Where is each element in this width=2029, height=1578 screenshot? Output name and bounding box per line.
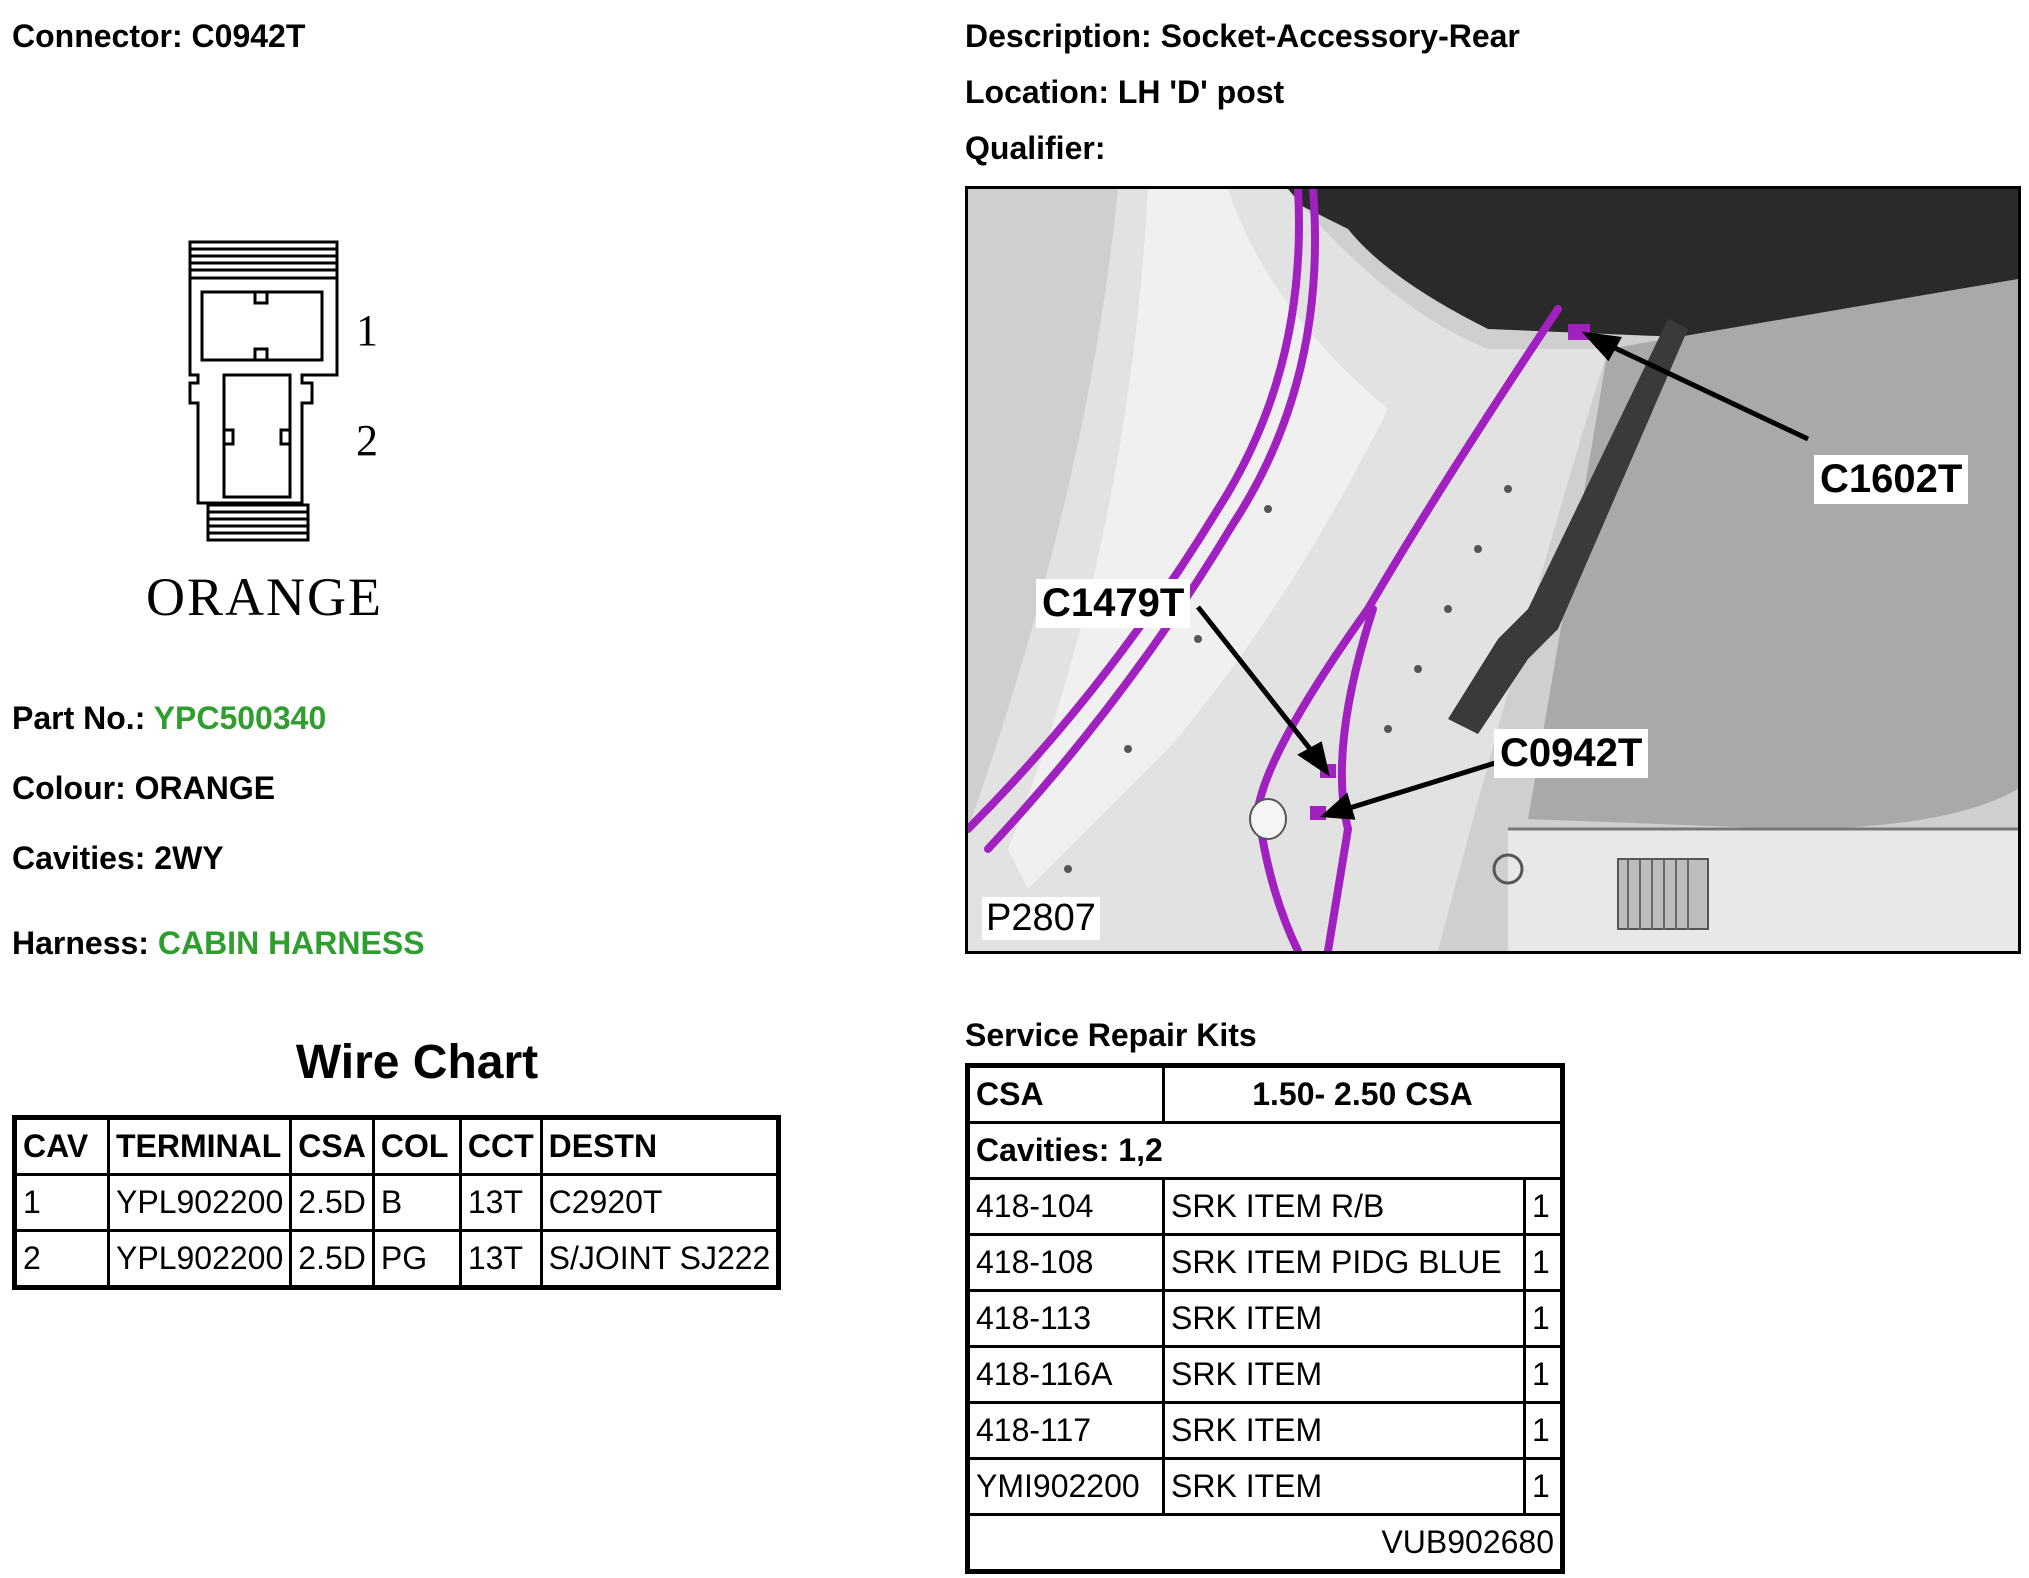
- wire-chart-header-row: CAV TERMINAL CSA COL CCT DESTN: [13, 1116, 781, 1176]
- srk-csa-range: 1.50- 2.50 CSA: [1162, 1064, 1564, 1124]
- srk-item-desc: SRK ITEM: [1162, 1401, 1526, 1460]
- part-number-link[interactable]: YPC500340: [153, 700, 327, 736]
- cavities-value: 2WY: [154, 840, 224, 876]
- photo-reference: P2807: [982, 897, 1100, 940]
- colour-label: Colour:: [12, 770, 126, 806]
- wire-chart-table: CAV TERMINAL CSA COL CCT DESTN 1 YPL9022…: [12, 1115, 782, 1290]
- part-number-label: Part No.:: [12, 700, 146, 736]
- cavities-label: Cavities:: [12, 840, 146, 876]
- location-label: Location: LH 'D' post: [965, 74, 1285, 110]
- connector-face-diagram: [188, 240, 339, 542]
- wire-chart-header-terminal: TERMINAL: [106, 1116, 293, 1176]
- srk-csa-label: CSA: [966, 1064, 1165, 1124]
- wire-destn: C2920T: [539, 1173, 781, 1232]
- wire-cct: 13T: [458, 1173, 543, 1232]
- srk-item-desc: SRK ITEM: [1162, 1457, 1526, 1516]
- wire-cav: 2: [13, 1229, 110, 1289]
- srk-kit-number-row: VUB902680: [966, 1513, 1564, 1573]
- service-repair-kits-table: CSA 1.50- 2.50 CSA Cavities: 1,2 418-104…: [965, 1063, 1565, 1574]
- srk-item-desc: SRK ITEM PIDG BLUE: [1162, 1233, 1526, 1292]
- callout-c1602t: C1602T: [1814, 455, 1969, 504]
- srk-item-code: YMI902200: [966, 1457, 1165, 1516]
- srk-cavities-row: Cavities: 1,2: [966, 1121, 1564, 1180]
- harness-label: Harness:: [12, 925, 149, 961]
- srk-item-desc: SRK ITEM: [1162, 1345, 1526, 1404]
- srk-item-code: 418-116A: [966, 1345, 1165, 1404]
- wire-csa: 2.5D: [289, 1173, 375, 1232]
- srk-item-code: 418-104: [966, 1177, 1165, 1236]
- wire-terminal: YPL902200: [106, 1173, 293, 1232]
- connector-label: Connector: C0942T: [12, 18, 306, 54]
- table-row: YMI902200 SRK ITEM 1: [966, 1457, 1564, 1516]
- cavity-2-number: 2: [356, 416, 378, 465]
- wire-cct: 13T: [458, 1229, 543, 1289]
- wire-chart-header-csa: CSA: [289, 1116, 375, 1176]
- table-row: 418-108 SRK ITEM PIDG BLUE 1: [966, 1233, 1564, 1292]
- srk-item-qty: 1: [1523, 1457, 1564, 1516]
- srk-item-desc: SRK ITEM: [1162, 1289, 1526, 1348]
- qualifier-label: Qualifier:: [965, 130, 1106, 166]
- location-photo: C1602T C1479T C0942T P2807: [965, 186, 2021, 954]
- wire-terminal: YPL902200: [106, 1229, 293, 1289]
- srk-item-qty: 1: [1523, 1289, 1564, 1348]
- srk-item-code: 418-108: [966, 1233, 1165, 1292]
- table-row: 418-116A SRK ITEM 1: [966, 1345, 1564, 1404]
- colour: Colour: ORANGE: [12, 770, 275, 807]
- location-photo-illustration: [968, 189, 2018, 951]
- table-row: 418-117 SRK ITEM 1: [966, 1401, 1564, 1460]
- service-repair-kits-title: Service Repair Kits: [965, 1017, 1257, 1053]
- srk-item-qty: 1: [1523, 1177, 1564, 1236]
- part-number: Part No.: YPC500340: [12, 700, 326, 737]
- table-row: 2 YPL902200 2.5D PG 13T S/JOINT SJ222: [13, 1229, 781, 1289]
- wire-chart-header-destn: DESTN: [539, 1116, 781, 1176]
- wire-chart-header-cct: CCT: [458, 1116, 543, 1176]
- wire-col: PG: [371, 1229, 462, 1289]
- cavity-1-number: 1: [356, 306, 378, 355]
- srk-item-code: 418-117: [966, 1401, 1165, 1460]
- wire-destn: S/JOINT SJ222: [539, 1229, 781, 1289]
- srk-kit-number: VUB902680: [966, 1513, 1564, 1573]
- srk-item-code: 418-113: [966, 1289, 1165, 1348]
- callout-c1479t: C1479T: [1036, 579, 1191, 628]
- wire-chart-header-cav: CAV: [13, 1116, 110, 1176]
- srk-item-qty: 1: [1523, 1233, 1564, 1292]
- connector-colour-caption: ORANGE: [146, 567, 383, 627]
- srk-cavities: Cavities: 1,2: [966, 1121, 1564, 1180]
- colour-value: ORANGE: [134, 770, 276, 806]
- table-row: 418-113 SRK ITEM 1: [966, 1289, 1564, 1348]
- wire-chart-title: Wire Chart: [295, 1036, 539, 1089]
- cavities: Cavities: 2WY: [12, 840, 224, 877]
- description-label: Description: Socket-Accessory-Rear: [965, 18, 1520, 54]
- harness-link[interactable]: CABIN HARNESS: [157, 925, 425, 961]
- wire-cav: 1: [13, 1173, 110, 1232]
- table-row: 1 YPL902200 2.5D B 13T C2920T: [13, 1173, 781, 1232]
- srk-csa-row: CSA 1.50- 2.50 CSA: [966, 1064, 1564, 1124]
- wire-col: B: [371, 1173, 462, 1232]
- srk-item-qty: 1: [1523, 1345, 1564, 1404]
- harness: Harness: CABIN HARNESS: [12, 925, 425, 962]
- callout-c0942t: C0942T: [1494, 729, 1649, 778]
- wire-csa: 2.5D: [289, 1229, 375, 1289]
- srk-item-qty: 1: [1523, 1401, 1564, 1460]
- srk-item-desc: SRK ITEM R/B: [1162, 1177, 1526, 1236]
- wire-chart-header-col: COL: [371, 1116, 462, 1176]
- table-row: 418-104 SRK ITEM R/B 1: [966, 1177, 1564, 1236]
